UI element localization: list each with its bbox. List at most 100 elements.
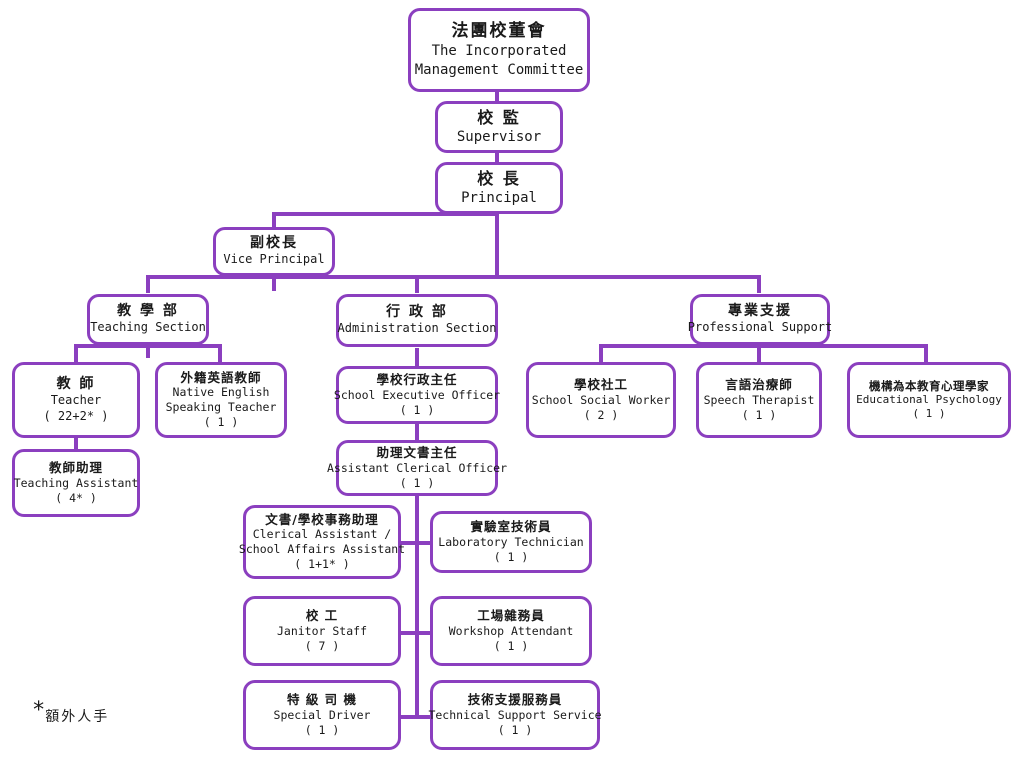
connector-admin-spine [415,495,419,717]
node-speech-therapist[interactable]: 言語治療師 Speech Therapist ( 1 ) [696,362,822,438]
node-janitor-staff[interactable]: 校 工 Janitor Staff ( 7 ) [243,596,401,666]
workshop-attendant-title-zh: 工場雜務員 [477,608,545,624]
connector-teaching-section-down [146,344,150,358]
connector-spine-workshop-attendant [415,631,435,635]
connector-spine-special-driver [400,715,419,719]
node-school-social-worker[interactable]: 學校社工 School Social Worker ( 2 ) [526,362,676,438]
node-educational-psychology[interactable]: 機構為本教育心理學家 Educational Psychology ( 1 ) [847,362,1011,438]
connector-principal-vice-principal [272,212,276,228]
speech-therapist-count: ( 1 ) [741,407,777,422]
teacher-title-en: Teacher [50,393,102,408]
special-driver-title-zh: 特 級 司 機 [286,692,358,708]
native-english-teacher-title-zh: 外籍英語教師 [180,369,262,385]
node-school-executive-officer[interactable]: 學校行政主任 School Executive Officer ( 1 ) [333,366,501,424]
footnote-text: 額外人手 [45,709,110,725]
professional-support-title-en: Professional Support [687,320,833,335]
imc-title-zh: 法團校董會 [451,21,547,42]
administration-section-title-zh: 行 政 部 [386,303,448,320]
imc-title-en-line1: The Incorporated [431,43,567,60]
connector-imc-supervisor [495,90,499,102]
node-special-driver[interactable]: 特 級 司 機 Special Driver ( 1 ) [243,680,401,750]
technical-support-service-title-en: Technical Support Service [428,707,602,722]
connector-section-bus [148,275,760,279]
connector-spine-clerical-assistant [400,541,419,545]
teaching-assistant-title-en: Teaching Assistant [13,475,139,490]
workshop-attendant-count: ( 1 ) [493,638,529,653]
native-english-teacher-title-en-line1: Native English [172,385,270,400]
principal-title-zh: 校 長 [477,168,521,188]
connector-bus-native-english-teacher [218,344,222,362]
speech-therapist-title-en: Speech Therapist [703,392,815,407]
connector-bus-administration-section [415,275,419,293]
special-driver-title-en: Special Driver [273,707,371,722]
teacher-count: ( 22+2* ) [43,408,109,423]
laboratory-technician-title-en: Laboratory Technician [438,534,584,549]
connector-administration-executive-officer [415,348,419,366]
teacher-title-zh: 教 師 [56,375,96,392]
node-technical-support-service[interactable]: 技術支援服務員 Technical Support Service ( 1 ) [428,680,602,750]
janitor-staff-count: ( 7 ) [304,638,340,653]
teaching-section-title-en: Teaching Section [90,320,206,335]
workshop-attendant-title-en: Workshop Attendant [448,623,574,638]
node-clerical-assistant[interactable]: 文書/學校事務助理 Clerical Assistant / School Af… [239,505,405,579]
janitor-staff-title-zh: 校 工 [305,608,339,624]
footnote-asterisk-icon: * [32,698,46,723]
footnote-extra-manpower: * 額外人手 [32,700,109,726]
connector-spine-laboratory-technician [415,541,435,545]
node-assistant-clerical-officer[interactable]: 助理文書主任 Assistant Clerical Officer ( 1 ) [327,440,507,496]
imc-title-en-line2: Management Committee [414,61,584,78]
node-vice-principal[interactable]: 副校長 Vice Principal [213,227,335,276]
node-administration-section[interactable]: 行 政 部 Administration Section [336,294,498,347]
vice-principal-title-zh: 副校長 [250,234,298,251]
connector-bus-school-social-worker [599,344,603,362]
connector-bus-teaching-section [146,275,150,293]
node-teacher[interactable]: 教 師 Teacher ( 22+2* ) [12,362,140,438]
vice-principal-title-en: Vice Principal [223,252,325,267]
laboratory-technician-count: ( 1 ) [493,549,529,564]
teaching-section-title-zh: 教 學 部 [117,302,179,319]
special-driver-count: ( 1 ) [304,722,340,737]
school-executive-officer-title-zh: 學校行政主任 [376,372,458,388]
clerical-assistant-title-zh: 文書/學校事務助理 [265,511,379,527]
node-teaching-section[interactable]: 教 學 部 Teaching Section [87,294,209,345]
technical-support-service-count: ( 1 ) [497,722,533,737]
school-executive-officer-title-en: School Executive Officer [333,387,501,402]
supervisor-title-en: Supervisor [456,128,542,145]
connector-executive-assistant-clerical [415,423,419,440]
node-native-english-teacher[interactable]: 外籍英語教師 Native English Speaking Teacher (… [155,362,287,438]
connector-spine-technical-support [415,715,435,719]
connector-vice-principal-down [272,275,276,291]
janitor-staff-title-en: Janitor Staff [276,623,367,638]
assistant-clerical-officer-count: ( 1 ) [399,475,435,490]
laboratory-technician-title-zh: 實驗室技術員 [470,519,552,535]
connector-bus-educational-psychology [924,344,928,362]
node-professional-support[interactable]: 專業支援 Professional Support [687,294,833,345]
speech-therapist-title-zh: 言語治療師 [725,377,793,393]
assistant-clerical-officer-title-en: Assistant Clerical Officer [327,460,508,475]
professional-support-title-zh: 專業支援 [728,302,792,319]
node-teaching-assistant[interactable]: 教師助理 Teaching Assistant ( 4* ) [12,449,140,517]
supervisor-title-zh: 校 監 [477,107,521,127]
school-social-worker-count: ( 2 ) [583,407,619,422]
connector-professional-children-bus [599,344,928,348]
administration-section-title-en: Administration Section [337,321,497,336]
node-laboratory-technician[interactable]: 實驗室技術員 Laboratory Technician ( 1 ) [430,511,592,573]
connector-principal-down [495,212,499,275]
clerical-assistant-count: ( 1+1* ) [294,557,350,572]
clerical-assistant-title-en-line1: Clerical Assistant / [252,527,392,542]
connector-supervisor-principal [495,151,499,163]
school-executive-officer-count: ( 1 ) [399,402,435,417]
connector-bus-speech-therapist [757,344,761,362]
node-workshop-attendant[interactable]: 工場雜務員 Workshop Attendant ( 1 ) [430,596,592,666]
clerical-assistant-title-en-line2: School Affairs Assistant [238,542,406,557]
educational-psychology-count: ( 1 ) [912,407,946,421]
connector-spine-janitor-staff [400,631,419,635]
principal-title-en: Principal [461,189,537,206]
native-english-teacher-title-en-line2: Speaking Teacher [165,400,277,415]
teaching-assistant-title-zh: 教師助理 [48,460,103,476]
node-principal[interactable]: 校 長 Principal [435,162,563,214]
educational-psychology-title-en: Educational Psychology [856,392,1002,406]
node-incorporated-management-committee[interactable]: 法團校董會 The Incorporated Management Commit… [408,8,590,92]
node-supervisor[interactable]: 校 監 Supervisor [435,101,563,153]
connector-principal-vp-bus [272,212,499,216]
